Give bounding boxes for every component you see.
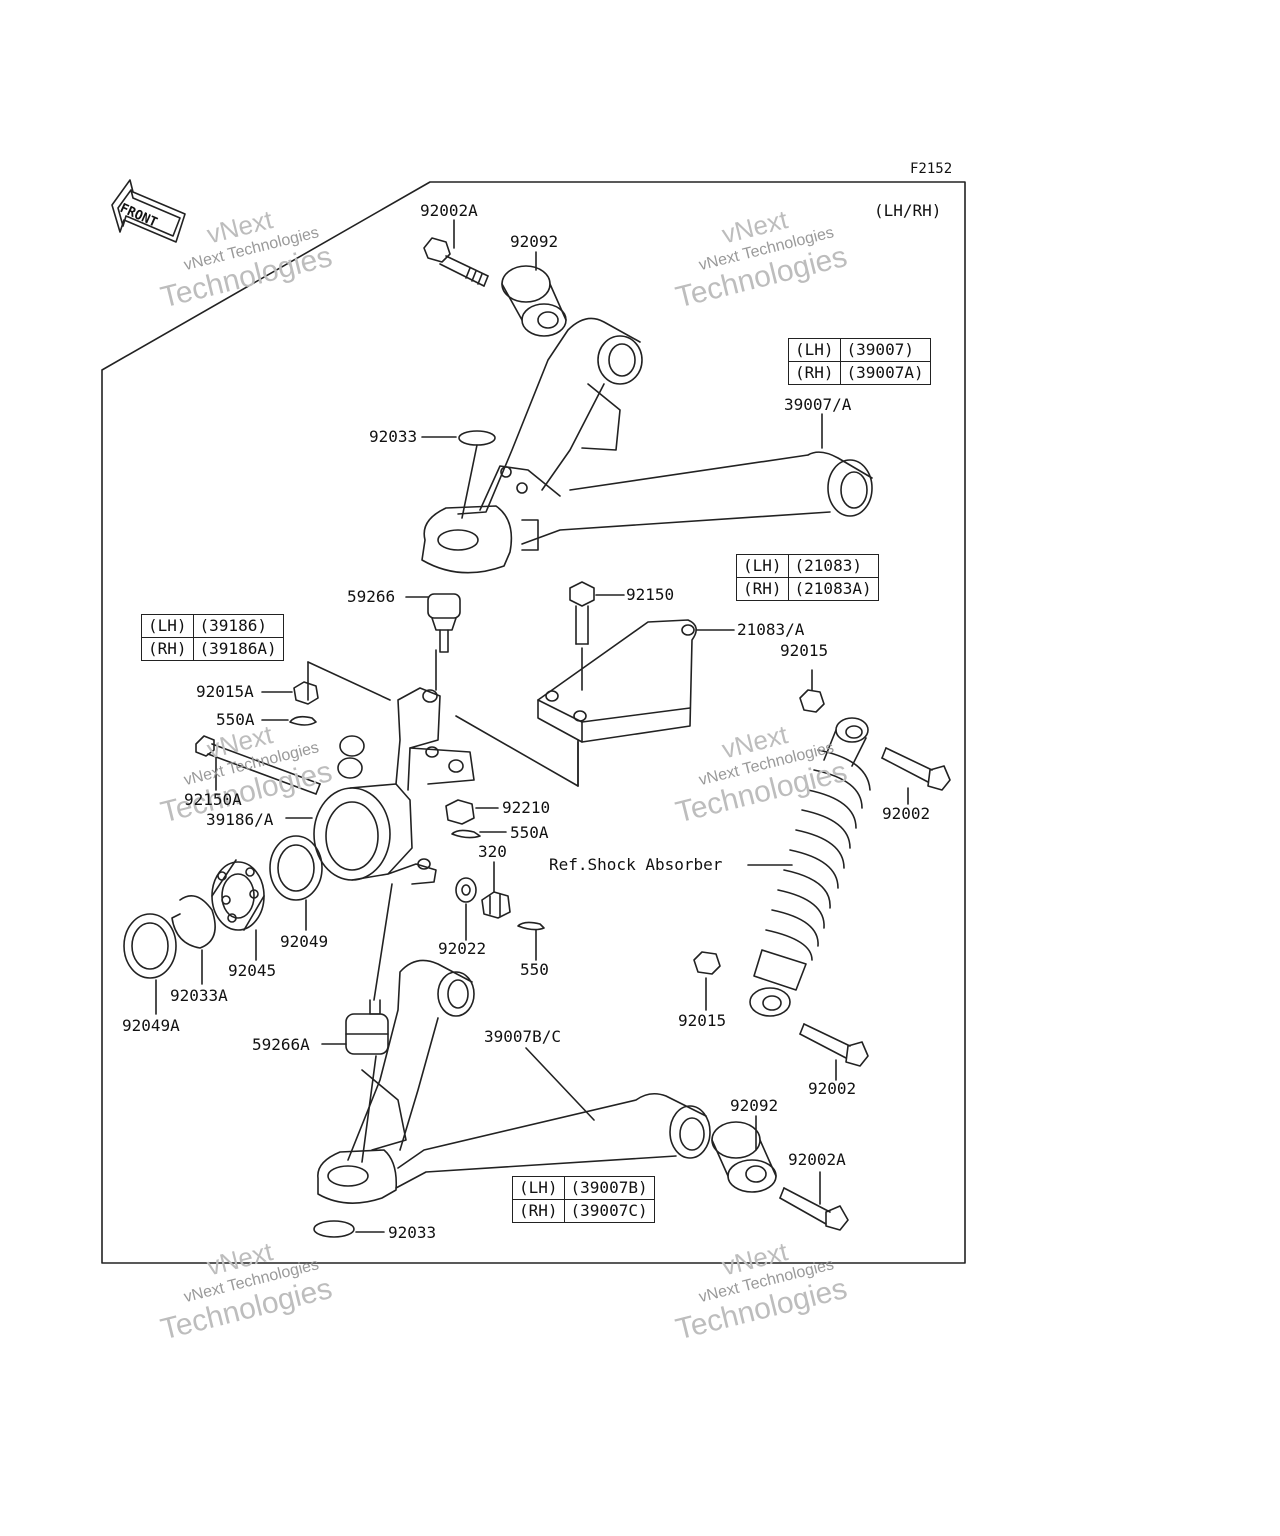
upper-arm-part-table: (LH)(39007) (RH)(39007A) bbox=[788, 338, 931, 385]
part-label: 92210 bbox=[502, 798, 551, 817]
part-label: 92033 bbox=[369, 427, 418, 446]
bracket-part-table: (LH)(21083) (RH)(21083A) bbox=[736, 554, 879, 601]
side-cell: (RH) bbox=[788, 361, 841, 385]
part-no-cell: (39007) bbox=[839, 338, 931, 362]
bearing-icon bbox=[211, 859, 265, 931]
part-label: 92002 bbox=[882, 804, 931, 823]
part-label: 550A bbox=[216, 710, 255, 729]
ball-joint-icon bbox=[427, 593, 461, 653]
bushing-icon bbox=[711, 1121, 777, 1193]
side-cell: (RH) bbox=[141, 637, 194, 661]
circlip-icon bbox=[313, 1220, 355, 1238]
steering-knuckle bbox=[313, 687, 475, 885]
part-label: 320 bbox=[478, 842, 507, 861]
part-label: Ref.Shock Absorber bbox=[549, 855, 723, 874]
part-label: 92015A bbox=[196, 682, 254, 701]
seal-icon bbox=[269, 835, 323, 901]
part-label: 92049 bbox=[280, 932, 329, 951]
nut-icon bbox=[293, 681, 319, 705]
castle-nut-icon bbox=[481, 891, 511, 919]
part-label: 92049A bbox=[122, 1016, 180, 1035]
cotter-pin-icon bbox=[289, 715, 317, 726]
part-label: 59266A bbox=[252, 1035, 310, 1054]
nut-icon bbox=[693, 951, 721, 975]
part-no-cell: (39186) bbox=[192, 614, 284, 638]
part-label: 92022 bbox=[438, 939, 487, 958]
part-label: 550A bbox=[510, 823, 549, 842]
side-cell: (LH) bbox=[141, 614, 194, 638]
part-no-cell: (39007A) bbox=[839, 361, 931, 385]
bushing-icon bbox=[501, 265, 567, 337]
ball-joint-icon bbox=[345, 999, 389, 1055]
bolt-icon bbox=[195, 735, 321, 795]
seal-icon bbox=[123, 913, 177, 979]
shock-absorber bbox=[749, 717, 871, 1017]
lower-arm-part-table: (LH)(39007B) (RH)(39007C) bbox=[512, 1176, 655, 1223]
bracket bbox=[537, 619, 697, 743]
cotter-pin-icon bbox=[451, 829, 481, 839]
part-no-cell: (21083A) bbox=[787, 577, 879, 601]
part-label: 92150A bbox=[184, 790, 242, 809]
bolt-icon bbox=[799, 1023, 869, 1067]
part-label: 39186/A bbox=[206, 810, 274, 829]
bolt-icon bbox=[569, 581, 595, 645]
cotter-pin-icon bbox=[517, 921, 545, 931]
nut-icon bbox=[799, 689, 825, 713]
circlip-icon bbox=[458, 430, 496, 446]
part-label: 39007/A bbox=[784, 395, 852, 414]
lower-a-arm bbox=[317, 959, 711, 1204]
side-cell: (RH) bbox=[736, 577, 789, 601]
part-label: 39007B/C bbox=[484, 1027, 562, 1046]
knuckle-part-table: (LH)(39186) (RH)(39186A) bbox=[141, 614, 284, 661]
side-cell: (LH) bbox=[512, 1176, 565, 1200]
bolt-icon bbox=[423, 237, 489, 287]
part-label: 92033A bbox=[170, 986, 228, 1005]
nut-icon bbox=[445, 799, 475, 825]
washer-icon bbox=[455, 877, 477, 903]
part-label: 92002A bbox=[420, 201, 478, 220]
part-no-cell: (21083) bbox=[787, 554, 879, 578]
figure-code: F2152 bbox=[910, 161, 953, 177]
side-note: (LH/RH) bbox=[874, 201, 942, 220]
side-cell: (LH) bbox=[788, 338, 841, 362]
bolt-icon bbox=[881, 747, 951, 791]
part-label: 92015 bbox=[678, 1011, 727, 1030]
part-label: 92092 bbox=[510, 232, 559, 251]
bolt-icon bbox=[779, 1187, 849, 1231]
part-label: 21083/A bbox=[737, 620, 805, 639]
part-label: 92092 bbox=[730, 1096, 779, 1115]
part-label: 59266 bbox=[347, 587, 396, 606]
upper-a-arm bbox=[421, 317, 873, 574]
part-label: 92015 bbox=[780, 641, 829, 660]
diagram-frame bbox=[101, 181, 966, 1264]
part-no-cell: (39186A) bbox=[192, 637, 284, 661]
side-cell: (LH) bbox=[736, 554, 789, 578]
side-cell: (RH) bbox=[512, 1199, 565, 1223]
part-label: 92033 bbox=[388, 1223, 437, 1242]
front-arrow-icon bbox=[111, 179, 186, 243]
part-label: 92002 bbox=[808, 1079, 857, 1098]
part-label: 92150 bbox=[626, 585, 675, 604]
part-no-cell: (39007C) bbox=[563, 1199, 655, 1223]
part-label: 92045 bbox=[228, 961, 277, 980]
part-label: 550 bbox=[520, 960, 549, 979]
circlip-icon bbox=[171, 894, 216, 949]
part-no-cell: (39007B) bbox=[563, 1176, 655, 1200]
part-label: 92002A bbox=[788, 1150, 846, 1169]
